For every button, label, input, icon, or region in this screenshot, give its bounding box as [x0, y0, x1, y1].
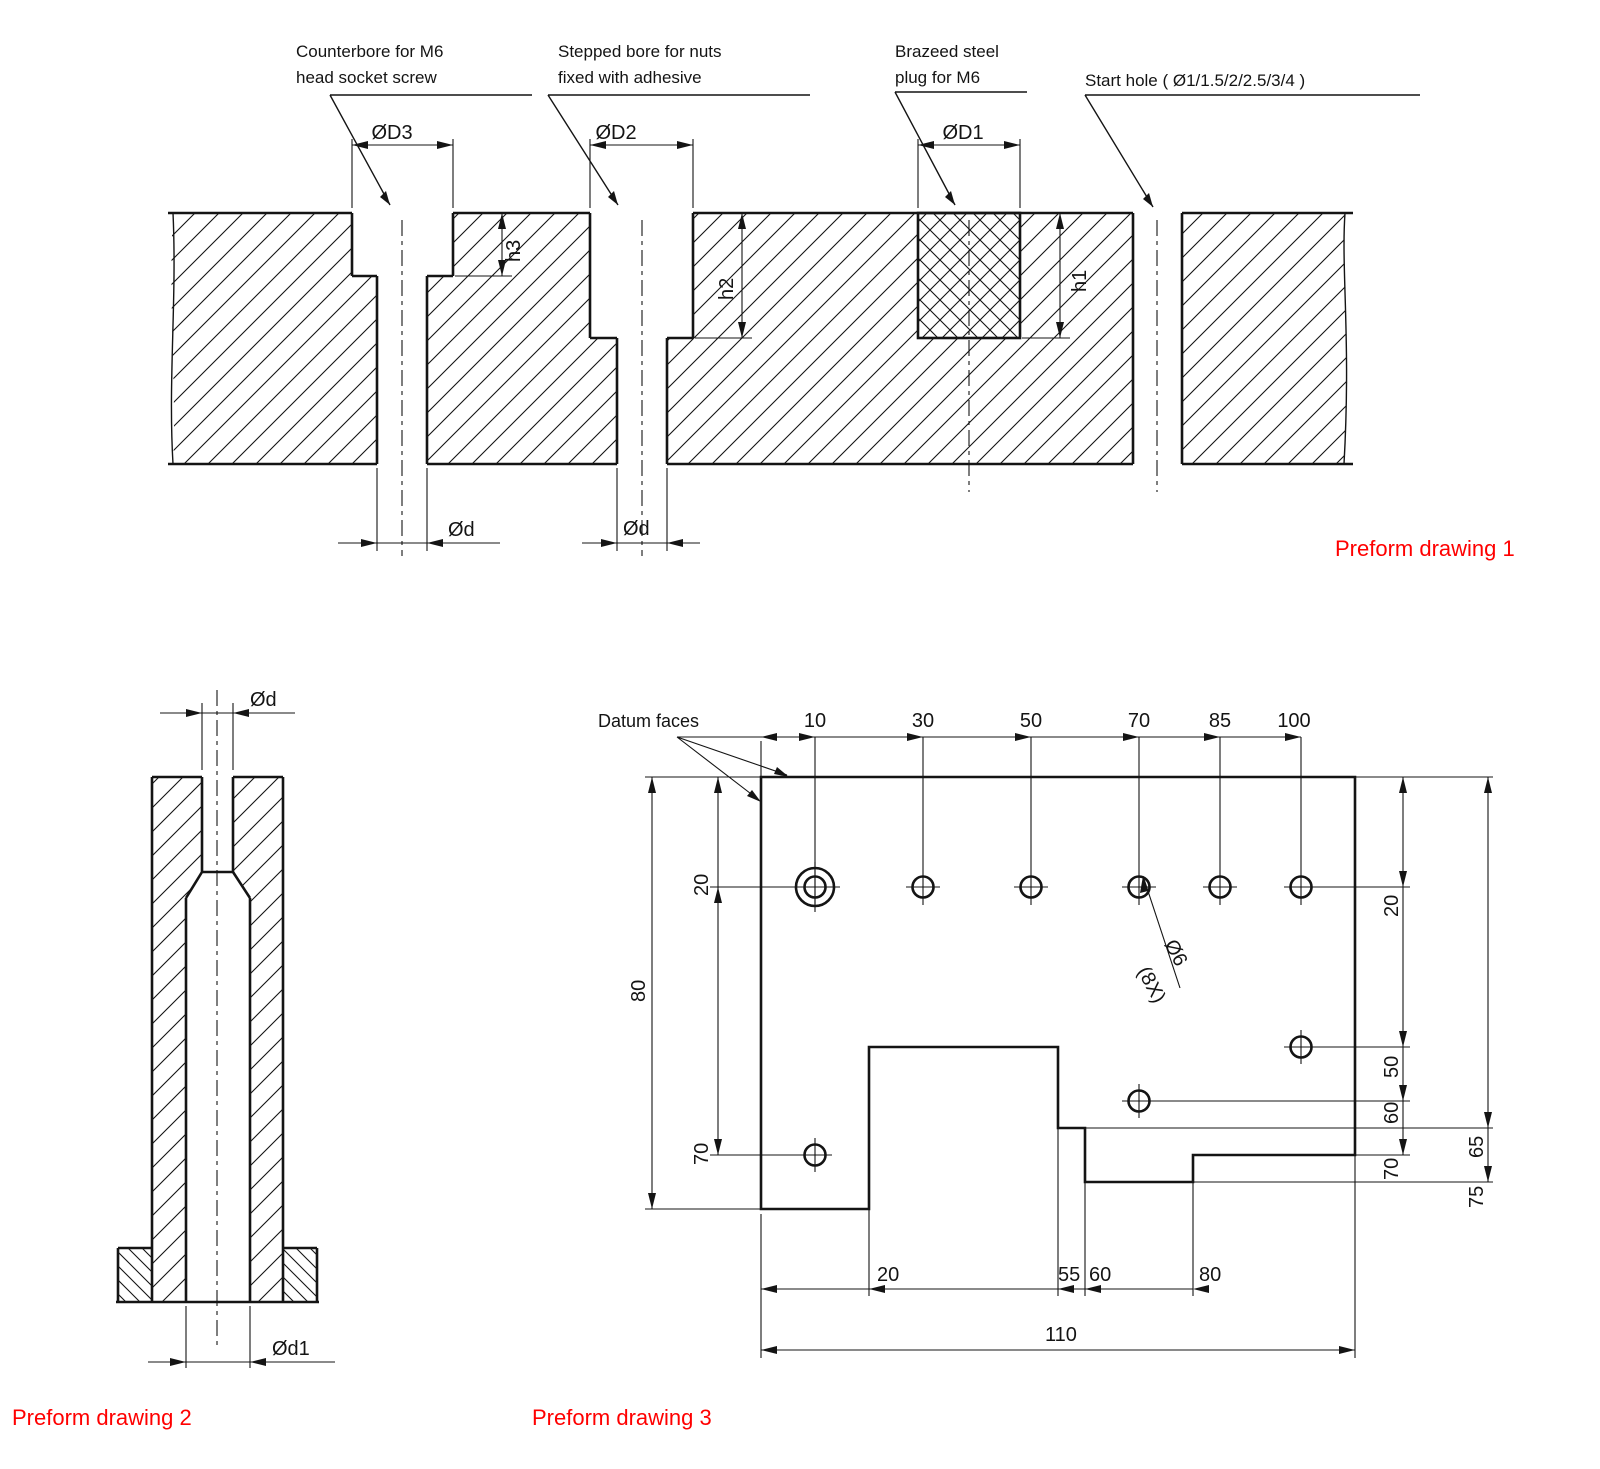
bottom-dim-60: 60 — [1089, 1264, 1111, 1286]
dim-D3: ØD3 — [371, 122, 412, 144]
hole-callout-leader — [1142, 875, 1181, 989]
left-dim-70: 70 — [691, 1143, 713, 1165]
right-dim-50: 50 — [1381, 1056, 1403, 1078]
start-hole-leader — [1084, 94, 1420, 208]
start-hole-outline — [1131, 213, 1184, 464]
right-dim-65: 65 — [1466, 1136, 1488, 1158]
h2-dim — [695, 213, 752, 339]
bushing-outline — [116, 775, 319, 1304]
dim-d1-bottom: Ød1 — [272, 1338, 310, 1360]
right-break-line — [1343, 212, 1348, 465]
left-break-line — [170, 212, 175, 465]
bottom-dim-20: 20 — [877, 1264, 899, 1286]
dim-D1: ØD1 — [942, 122, 983, 144]
callout-counterbore-line2: head socket screw — [296, 68, 438, 87]
bottom-dim-55: 55 — [1058, 1264, 1080, 1286]
callout-plug-line1: Brazeed steel — [895, 42, 999, 61]
bottom-dims-lines — [760, 1128, 1356, 1358]
top-dim-100: 100 — [1277, 710, 1310, 732]
right-dim-20: 20 — [1381, 895, 1403, 917]
top-dim-70: 70 — [1128, 710, 1150, 732]
preform-drawing-2: Ød Ød1 Preform drawing 2 — [12, 689, 335, 1430]
dim-d-top: Ød — [250, 689, 277, 711]
stepped-leader — [547, 94, 810, 206]
dim-h3: h3 — [503, 240, 525, 262]
bottom-dim-extensions — [376, 468, 668, 551]
dim-d-stepped: Ød — [623, 518, 650, 540]
top-dim-50: 50 — [1020, 710, 1042, 732]
bottom-dim-110: 110 — [1045, 1324, 1077, 1346]
top-dim-10: 10 — [804, 710, 826, 732]
right-dims-lines — [1085, 776, 1493, 1183]
datum-faces-label: Datum faces — [598, 711, 699, 731]
right-dim-70: 70 — [1381, 1158, 1403, 1180]
stepped-bore-outline — [588, 213, 695, 464]
flange-left — [118, 1248, 152, 1302]
top-dim-85: 85 — [1209, 710, 1231, 732]
right-dim-60: 60 — [1381, 1102, 1403, 1124]
h1-dim — [1022, 213, 1070, 339]
callout-start-hole: Start hole ( Ø1/1.5/2/2.5/3/4 ) — [1085, 71, 1305, 90]
counterbore-outline — [350, 213, 455, 464]
callout-stepped-line1: Stepped bore for nuts — [558, 42, 722, 61]
top-dims-lines — [677, 736, 1302, 905]
dim-h1: h1 — [1069, 270, 1091, 292]
callout-counterbore-line1: Counterbore for M6 — [296, 42, 443, 61]
top-dim-extensions — [351, 139, 1021, 208]
hole-callout-count: (8X) — [1133, 963, 1170, 1007]
bottom-dim-80: 80 — [1199, 1264, 1221, 1286]
callout-plug-line2: plug for M6 — [895, 68, 980, 87]
left-dims-lines — [645, 776, 798, 1210]
top-dim-30: 30 — [912, 710, 934, 732]
left-dim-80: 80 — [628, 980, 650, 1002]
callout-stepped-line2: fixed with adhesive — [558, 68, 702, 87]
dim-D2: ØD2 — [595, 122, 636, 144]
d2-top-dim — [160, 703, 295, 770]
dim-d-counterbore: Ød — [448, 519, 475, 541]
drawing1-title: Preform drawing 1 — [1335, 536, 1515, 561]
preform-drawing-1: ØD3 ØD2 ØD1 h3 h2 h1 Ød Ød Counterbore f… — [168, 42, 1515, 561]
drawing2-title: Preform drawing 2 — [12, 1405, 192, 1430]
right-dim-75: 75 — [1466, 1186, 1488, 1208]
left-dim-20: 20 — [691, 874, 713, 896]
dim-h2: h2 — [716, 278, 738, 300]
counterbore-leader — [329, 94, 532, 206]
drawing3-title: Preform drawing 3 — [532, 1405, 712, 1430]
plug-leader — [894, 91, 1027, 206]
flange-right — [283, 1248, 317, 1302]
datum-leaders — [676, 736, 788, 801]
preform-drawing-3: 10 30 50 70 85 100 Datum faces 80 20 70 … — [532, 710, 1493, 1430]
